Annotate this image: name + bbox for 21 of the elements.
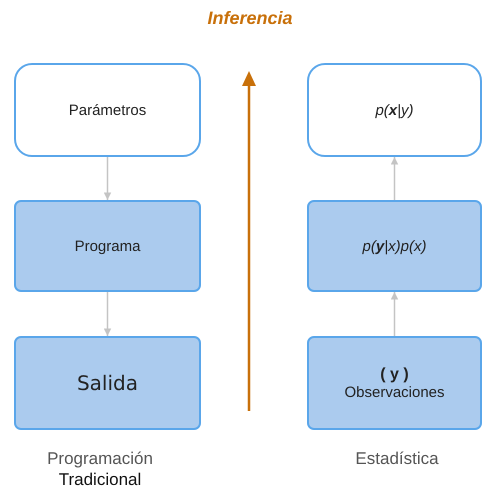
- column-caption: Estadística: [355, 449, 439, 469]
- node-text: Salida: [76, 371, 138, 395]
- node-text: Programa: [74, 238, 140, 254]
- arrow: [104, 292, 112, 336]
- heading: Inferencia: [207, 8, 293, 29]
- process-box: [307, 200, 482, 292]
- process-box: [307, 336, 482, 430]
- node-text: Parámetros: [68, 102, 146, 118]
- symbol-text: ( y ): [380, 366, 409, 384]
- process-box: [14, 200, 201, 292]
- node-text: p(y|x)p(x): [362, 238, 426, 254]
- node-text: Observaciones: [344, 384, 445, 400]
- arrow: [390, 157, 398, 200]
- rounded-box: [14, 63, 201, 157]
- column-caption: Programación: [47, 449, 153, 469]
- process-box: [14, 336, 201, 430]
- arrow: [104, 157, 112, 200]
- node-text: p(x|y): [375, 102, 414, 118]
- column-caption: Tradicional: [58, 470, 142, 489]
- rounded-box: [307, 63, 482, 157]
- arrow: [390, 292, 398, 336]
